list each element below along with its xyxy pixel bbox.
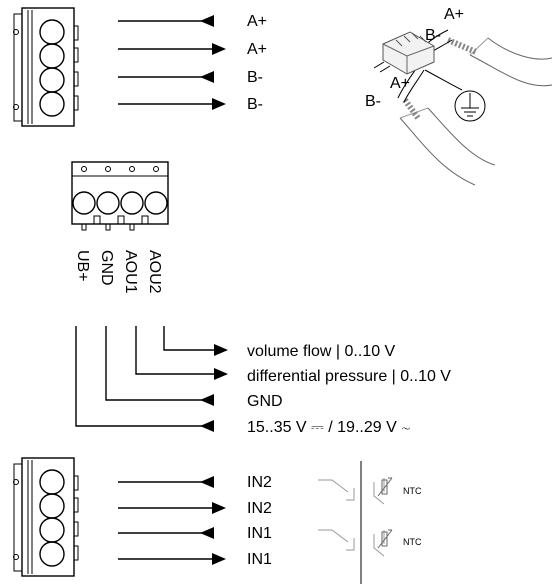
top-signal-label: A+ (247, 41, 267, 58)
pin-label-aou1: AOU1 (122, 250, 139, 294)
top-signal-label: B- (247, 96, 263, 113)
arrow-left-icon (200, 527, 214, 539)
bottom-signal-label: IN1 (247, 525, 272, 542)
arrow-right-icon (214, 368, 228, 380)
output-label: 15..35 V ⎓ / 19..29 V ∼ (247, 419, 410, 436)
arrow-left-icon (200, 420, 214, 432)
output-label: volume flow | 0..10 V (247, 343, 396, 360)
top-signal-lines (118, 15, 226, 110)
ntc-label: NTC (403, 537, 422, 547)
cable-label: A+ (390, 75, 410, 92)
arrow-right-icon (212, 553, 226, 565)
cable-label: B- (365, 93, 381, 110)
thermistor-icon (373, 529, 393, 557)
pin-label-aou2: AOU2 (146, 250, 163, 294)
arrow-left-icon (200, 394, 214, 406)
output-label: differential pressure | 0..10 V (247, 368, 451, 385)
wire-connector-icon (373, 31, 435, 75)
arrow-right-icon (212, 43, 226, 55)
bottom-signal-label: IN2 (247, 500, 272, 517)
switch-icon (318, 479, 355, 501)
pin-label-gnd: GND (98, 250, 115, 286)
top-signal-label: B- (247, 69, 263, 86)
arrow-left-icon (200, 476, 214, 488)
top-terminal-block-icon (13, 7, 79, 127)
center-terminal-block-icon (71, 161, 169, 231)
bottom-signal-label: IN2 (247, 474, 272, 491)
thermistor-icon (373, 477, 393, 505)
ground-icon (454, 90, 486, 122)
pin-label-ub: UB+ (74, 250, 91, 282)
output-label: GND (247, 393, 283, 410)
bottom-terminal-block-icon (13, 457, 79, 577)
cable-label: A+ (444, 6, 464, 23)
arrow-left-icon (200, 15, 214, 27)
arrow-right-icon (212, 98, 226, 110)
bottom-signal-lines (118, 476, 226, 565)
arrow-right-icon (214, 344, 228, 356)
arrow-right-icon (212, 502, 226, 514)
ntc-label: NTC (403, 486, 422, 496)
cable-connection-illustration (373, 29, 553, 186)
arrow-left-icon (200, 71, 214, 83)
cable-label: B- (425, 27, 441, 44)
output-wiring (75, 326, 228, 432)
top-signal-label: A+ (247, 13, 267, 30)
switch-icon (318, 529, 355, 551)
bottom-signal-label: IN1 (247, 551, 272, 568)
